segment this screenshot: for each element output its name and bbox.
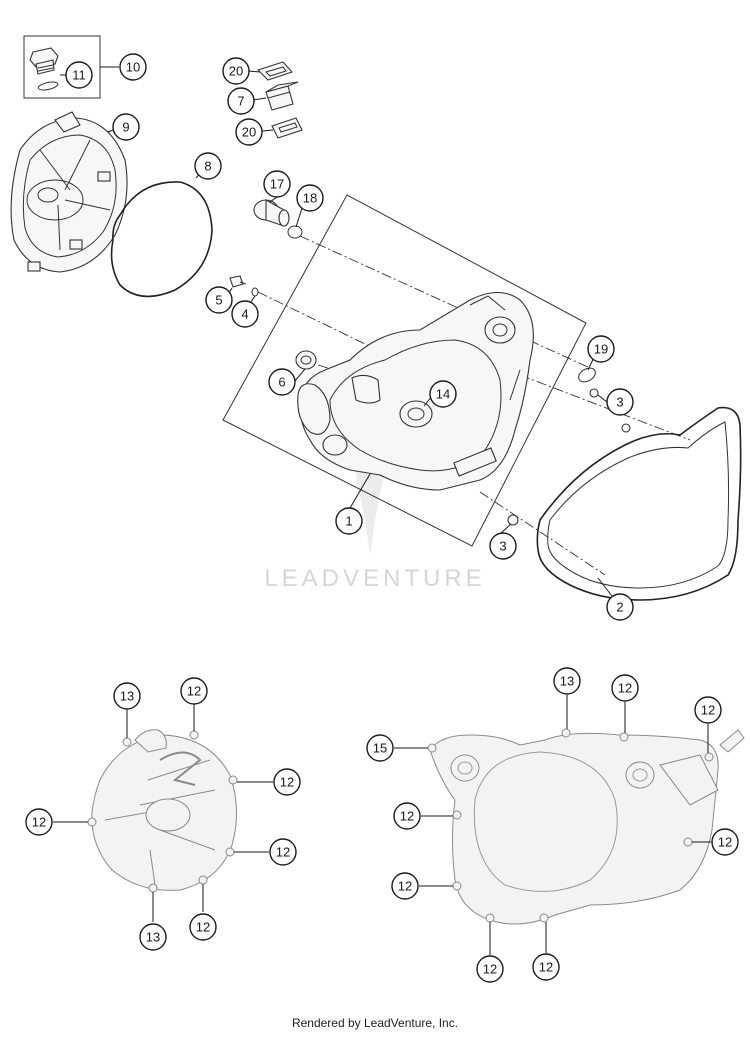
callout-12-ign-bottom-a: 12 [476, 955, 504, 983]
callout-19: 19 [587, 335, 615, 363]
svg-text:6: 6 [278, 375, 285, 390]
rubber-seal-lower-part [271, 117, 303, 139]
callout-12-ign-left-b: 12 [393, 802, 421, 830]
callout-4: 4 [231, 300, 259, 328]
callout-12-right: 12 [273, 768, 301, 796]
svg-text:12: 12 [398, 879, 412, 894]
svg-text:19: 19 [594, 342, 608, 357]
callout-12-ign-right: 12 [711, 828, 739, 856]
callout-10: 10 [119, 53, 147, 81]
callout-12-left: 12 [25, 808, 53, 836]
svg-text:4: 4 [241, 307, 248, 322]
clutch-cover-bolt-view [87, 729, 238, 893]
callout-12-ign-left-a: 15 [366, 734, 394, 762]
callout-13-right: 12 [269, 838, 297, 866]
circlip-part [578, 367, 596, 383]
watermark-text: LEADVENTURE [264, 565, 485, 592]
callout-20-upper: 20 [222, 57, 250, 85]
clutch-cover-part [10, 111, 128, 273]
rubber-seal-upper-part [256, 61, 293, 81]
callout-18: 18 [296, 184, 324, 212]
cover-gasket-part [110, 181, 213, 298]
svg-text:14: 14 [436, 387, 450, 402]
dowel-pin-lower-part [507, 514, 519, 526]
leadventure-watermark: LEADVENTURE [264, 470, 485, 592]
ignition-cover-bolt-view [427, 728, 745, 925]
bolt-part [229, 275, 247, 288]
svg-text:17: 17 [270, 177, 284, 192]
svg-text:8: 8 [204, 159, 211, 174]
svg-text:18: 18 [303, 191, 317, 206]
svg-text:3: 3 [499, 539, 506, 554]
o-ring-part [37, 81, 59, 91]
svg-text:12: 12 [718, 835, 732, 850]
callout-3-upper: 3 [606, 388, 634, 416]
svg-text:20: 20 [242, 125, 256, 140]
svg-text:12: 12 [187, 684, 201, 699]
svg-text:12: 12 [400, 809, 414, 824]
callout-14: 14 [429, 380, 457, 408]
screw-plug-part [253, 199, 290, 227]
callout-15: 12 [694, 696, 722, 724]
callout-12-ign-top-a: 13 [553, 667, 581, 695]
dowel-pin-upper-part [589, 388, 631, 433]
callout-2: 2 [606, 593, 634, 621]
svg-text:1: 1 [345, 514, 352, 529]
callout-20-lower: 20 [235, 118, 263, 146]
svg-text:20: 20 [229, 64, 243, 79]
svg-text:7: 7 [237, 94, 244, 109]
shaft-seal-part [295, 350, 317, 370]
callout-12-top: 12 [180, 677, 208, 705]
svg-text:12: 12 [32, 815, 46, 830]
svg-text:12: 12 [701, 703, 715, 718]
svg-text:11: 11 [72, 68, 86, 83]
svg-text:3: 3 [616, 395, 623, 410]
svg-text:9: 9 [122, 120, 129, 135]
svg-text:12: 12 [280, 775, 294, 790]
oil-plug-part [29, 47, 59, 75]
callout-1: 1 [335, 507, 363, 535]
svg-text:13: 13 [560, 674, 574, 689]
callout-7: 7 [227, 87, 255, 115]
ignition-cover-gasket-inner [547, 421, 730, 589]
sealing-ring-part [287, 225, 303, 239]
callout-13-bottom: 12 [189, 913, 217, 941]
callout-3-lower: 3 [489, 532, 517, 560]
callout-5: 5 [205, 286, 233, 314]
washer-part [251, 287, 259, 297]
assembly-frame [222, 194, 587, 547]
svg-text:12: 12 [539, 960, 553, 975]
callout-12-ign-bottom-b: 12 [532, 953, 560, 981]
callout-6: 6 [268, 368, 296, 396]
svg-text:12: 12 [618, 681, 632, 696]
callout-13-top: 13 [113, 682, 141, 710]
svg-text:13: 13 [146, 930, 160, 945]
callout-8: 8 [194, 152, 222, 180]
callout-12-ign-left-c: 12 [391, 872, 419, 900]
svg-text:12: 12 [483, 962, 497, 977]
ignition-cover-gasket-part [536, 406, 742, 601]
ignition-cover-part [297, 291, 534, 491]
svg-text:15: 15 [373, 741, 387, 756]
callout-12-bottom: 13 [139, 923, 167, 951]
svg-text:10: 10 [126, 60, 140, 75]
svg-text:12: 12 [276, 845, 290, 860]
svg-text:13: 13 [120, 689, 134, 704]
callout-9: 9 [112, 113, 140, 141]
svg-text:12: 12 [196, 920, 210, 935]
callout-11: 11 [65, 61, 93, 89]
damper-block-part [265, 81, 299, 111]
callout-12-ign-top-b: 12 [611, 674, 639, 702]
callout-17: 17 [263, 170, 291, 198]
svg-text:2: 2 [616, 600, 623, 615]
svg-text:5: 5 [215, 293, 222, 308]
footer-credit: Rendered by LeadVenture, Inc. [292, 1016, 458, 1030]
